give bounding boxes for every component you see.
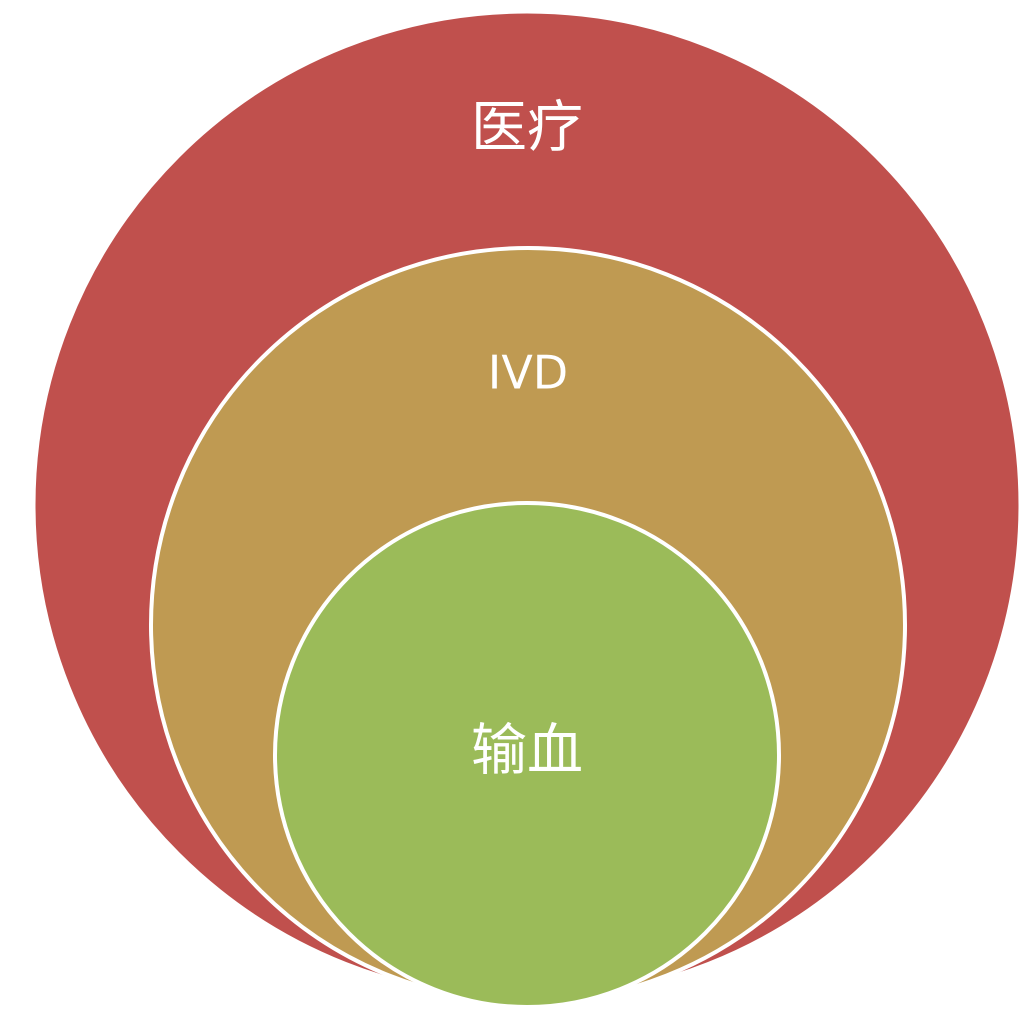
- label-ivd: IVD: [488, 346, 568, 400]
- inner-circle-transfusion: [273, 501, 781, 1009]
- label-transfusion: 输血: [471, 719, 583, 784]
- label-medical: 医疗: [471, 96, 583, 161]
